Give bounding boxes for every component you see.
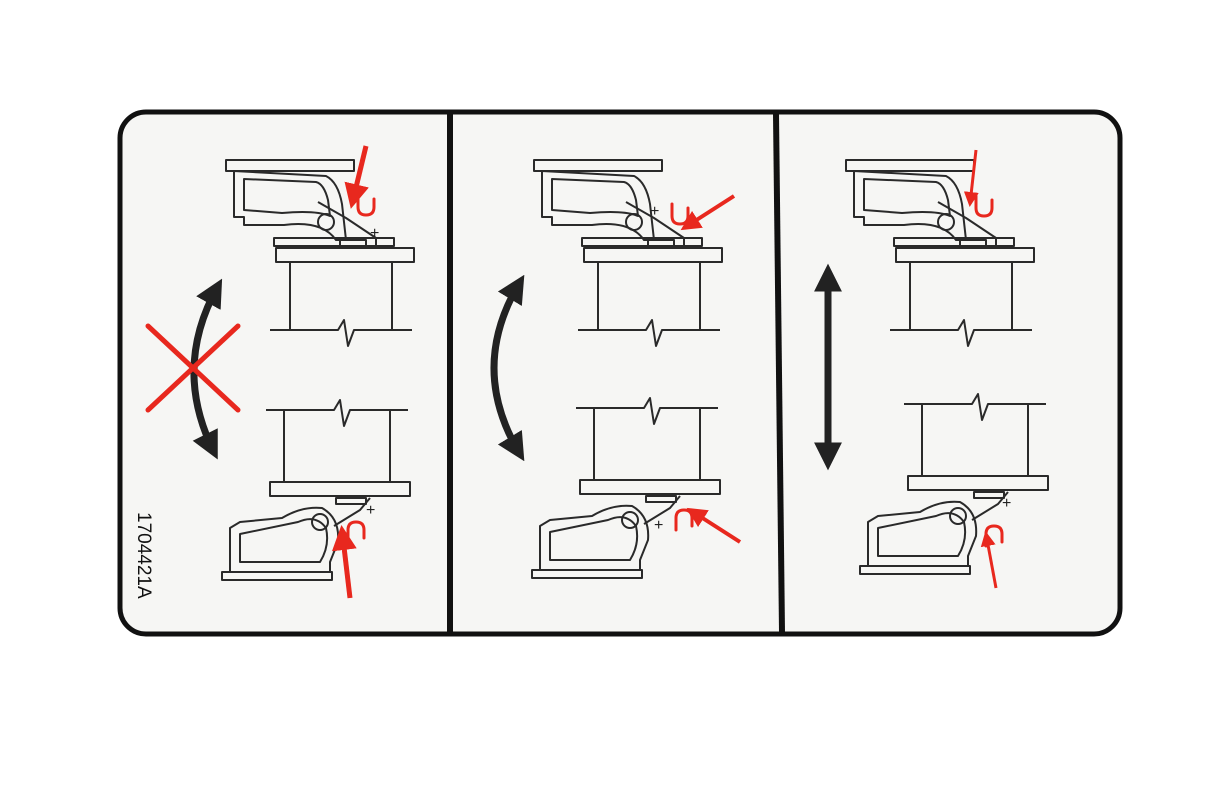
plus-icon: + bbox=[1002, 495, 1011, 512]
pointer-arrow-icon bbox=[680, 194, 736, 231]
pointer-arrow-icon bbox=[963, 149, 979, 207]
arc-arrow-icon bbox=[490, 274, 525, 462]
panel-1: + + bbox=[145, 145, 415, 599]
pointer-arrow-icon bbox=[686, 507, 742, 544]
pointer-arrow-icon bbox=[344, 145, 369, 209]
pointer-arrow-icon bbox=[331, 525, 357, 599]
plus-icon: + bbox=[366, 502, 375, 519]
panel-2: + + bbox=[490, 159, 742, 579]
panel-divider-2 bbox=[773, 113, 785, 633]
pointer-arrow-icon bbox=[980, 531, 998, 589]
plus-icon: + bbox=[654, 517, 663, 534]
label-frame bbox=[117, 109, 1123, 637]
cross-icon bbox=[145, 323, 241, 413]
plus-icon: + bbox=[650, 203, 659, 220]
part-number: 1704421A bbox=[133, 512, 154, 599]
plus-icon: + bbox=[370, 225, 379, 242]
panel-3: + bbox=[814, 149, 1049, 589]
